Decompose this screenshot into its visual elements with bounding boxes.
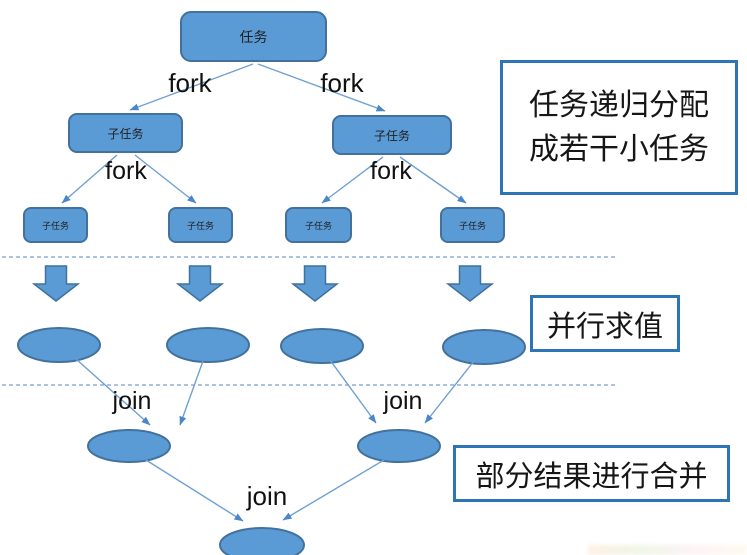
final-result-ellipse xyxy=(219,527,305,555)
block-arrow-2 xyxy=(175,265,225,302)
subtask-node-leaf-1-label: 子任务 xyxy=(41,220,69,231)
block-arrow-1 xyxy=(31,265,81,302)
join-label-left: join xyxy=(112,387,152,415)
subtask-node-left: 子任务 xyxy=(68,113,183,153)
watermark-smudge xyxy=(588,545,747,555)
block-arrow-4 xyxy=(445,265,495,302)
join-label-final: join xyxy=(246,481,288,511)
annotation-parallel-phase: 并行求值 xyxy=(530,295,680,352)
fork-label-right: fork xyxy=(370,157,412,185)
subtask-node-leaf-3: 子任务 xyxy=(285,207,352,243)
fork-arrow-left-1 xyxy=(61,154,118,204)
result-ellipse-2 xyxy=(166,327,250,363)
subtask-node-leaf-1: 子任务 xyxy=(23,207,88,243)
fork-label-root-left: fork xyxy=(168,68,212,98)
join-ellipse-left xyxy=(87,429,171,463)
subtask-node-right-label: 子任务 xyxy=(373,128,410,143)
annotation-join-phase: 部分结果进行合并 xyxy=(453,445,730,502)
result-ellipse-3 xyxy=(280,328,364,364)
join-arrow-2 xyxy=(179,360,204,426)
fork-arrow-root-right xyxy=(257,63,386,112)
fork-arrow-root-left xyxy=(129,63,254,111)
subtask-node-leaf-3-label: 子任务 xyxy=(304,220,332,231)
annotation-fork-line1: 任务递归分配 xyxy=(529,88,709,122)
fork-arrow-right-2 xyxy=(399,156,467,204)
subtask-node-left-label: 子任务 xyxy=(107,126,144,141)
fork-arrow-right-1 xyxy=(321,156,384,204)
final-join-arrow-left xyxy=(145,459,244,522)
subtask-node-leaf-2: 子任务 xyxy=(168,207,233,243)
block-arrow-3 xyxy=(290,265,340,302)
task-node-root: 任务 xyxy=(180,11,327,62)
subtask-node-leaf-2-label: 子任务 xyxy=(186,220,214,231)
subtask-node-leaf-4: 子任务 xyxy=(440,207,505,243)
result-ellipse-1 xyxy=(17,327,101,363)
join-arrow-1 xyxy=(75,358,151,426)
result-ellipse-4 xyxy=(442,329,526,365)
join-arrow-3 xyxy=(329,359,377,424)
join-arrow-4 xyxy=(424,360,475,424)
final-join-arrow-right xyxy=(282,459,385,521)
fork-arrow-left-2 xyxy=(134,154,197,204)
join-ellipse-right xyxy=(357,429,441,463)
annotation-fork-line2: 成若干小任务 xyxy=(529,132,709,166)
join-label-right: join xyxy=(383,387,423,415)
annotation-parallel-text: 并行求值 xyxy=(546,310,663,343)
annotation-join-text: 部分结果进行合并 xyxy=(475,460,708,493)
fork-label-root-right: fork xyxy=(320,68,364,98)
subtask-node-right: 子任务 xyxy=(332,115,452,155)
annotation-fork-phase: 任务递归分配 成若干小任务 xyxy=(500,60,738,195)
task-node-root-label: 任务 xyxy=(239,28,268,45)
fork-label-left: fork xyxy=(105,157,147,185)
subtask-node-leaf-4-label: 子任务 xyxy=(458,220,486,231)
